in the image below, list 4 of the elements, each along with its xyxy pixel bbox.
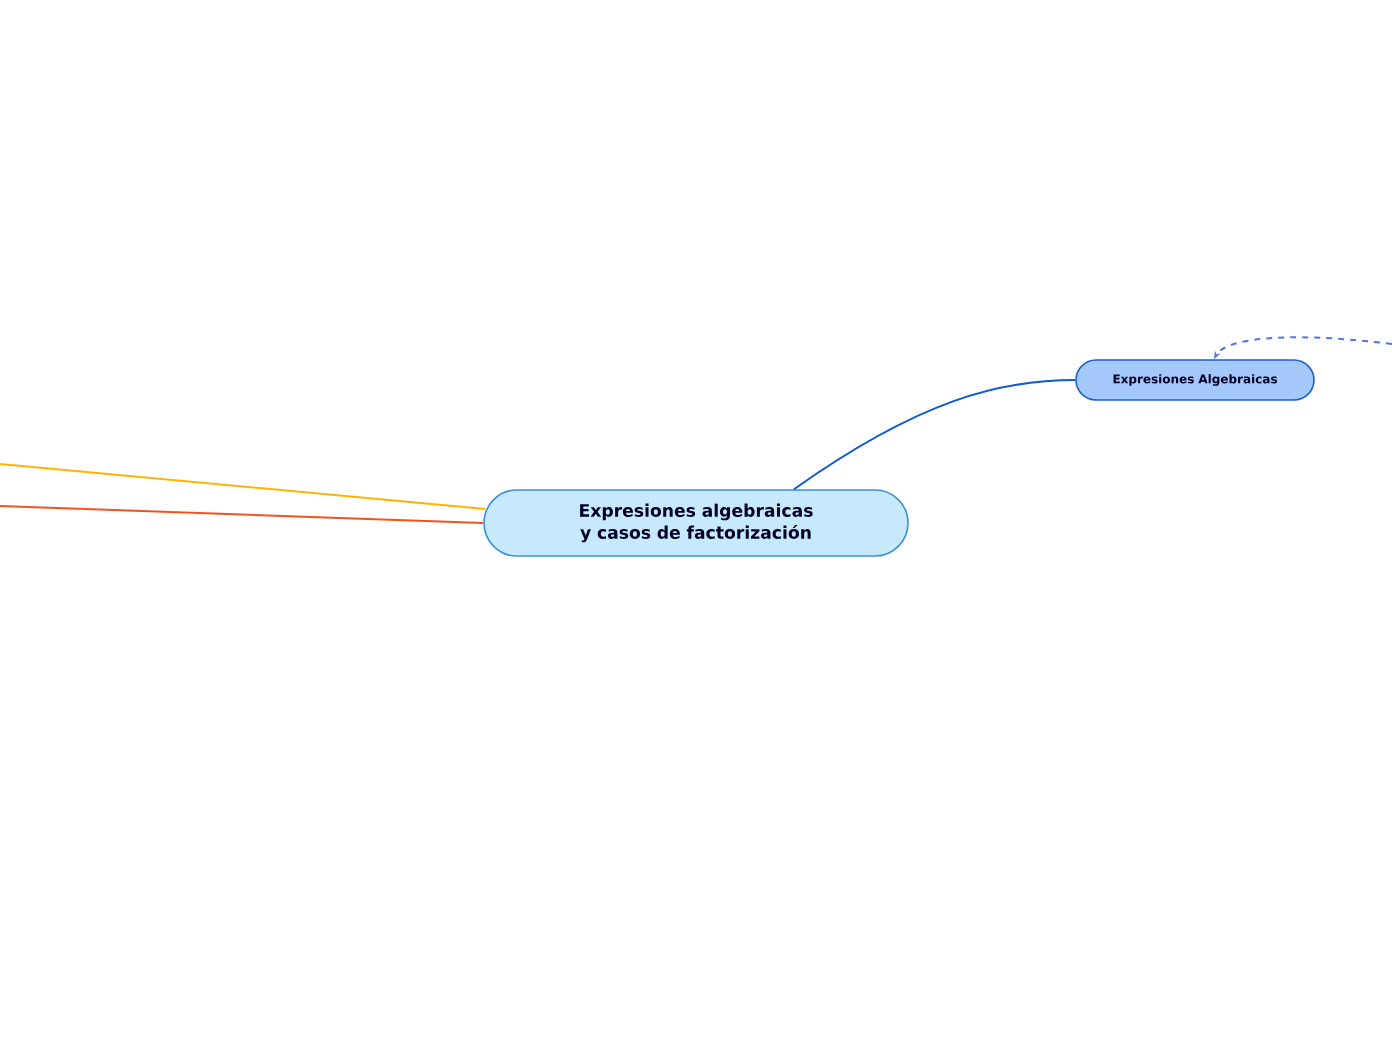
connector-line [0, 463, 487, 510]
connector-line [0, 505, 485, 524]
central-topic-box: Expresiones algebraicas y casos de factorización [483, 489, 909, 557]
connector-line [793, 379, 1077, 491]
